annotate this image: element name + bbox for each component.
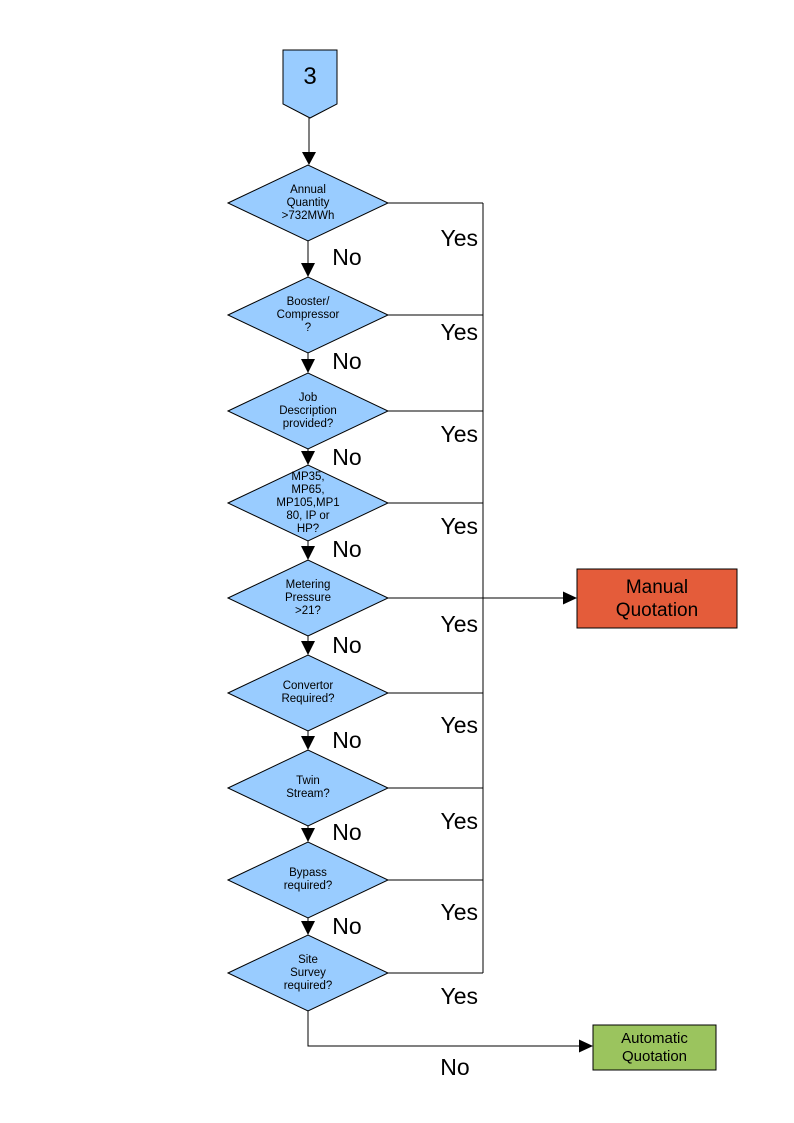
edge-label-no-convertor: No xyxy=(332,726,362,753)
decision-label-site-survey: Site Survey required? xyxy=(283,953,333,992)
arrowhead-into-site-survey xyxy=(301,921,315,935)
decision-shape-bypass xyxy=(226,841,390,919)
decision-shape-job-description xyxy=(226,372,390,450)
decision-label-job-description: Job Description provided? xyxy=(279,391,337,430)
edge-label-no-twin: No xyxy=(332,818,362,845)
outcome-manual-quotation-shape xyxy=(576,568,738,629)
arrowhead-into-pressure xyxy=(301,546,315,560)
decision-shape-twin-stream xyxy=(226,749,390,827)
outcome-automatic-quotation-shape xyxy=(592,1024,717,1071)
decision-label-booster-compressor: Booster/ Compressor ? xyxy=(276,295,340,334)
edge-label-no-booster: No xyxy=(332,347,362,374)
edge-label-yes-job: Yes xyxy=(440,420,478,447)
decision-label-metering-pressure: Metering Pressure >21? xyxy=(284,578,332,617)
edge-label-yes-booster: Yes xyxy=(440,318,478,345)
edge-label-no-annual: No xyxy=(332,243,362,270)
edge-label-yes-annual: Yes xyxy=(440,224,478,251)
decision-label-meter-type: MP35, MP65, MP105,MP1 80, IP or HP? xyxy=(276,470,340,535)
arrowhead-into-booster xyxy=(301,263,315,277)
decision-shape-annual-quantity xyxy=(226,164,390,242)
decision-shape-metering-pressure xyxy=(226,559,390,637)
arrowhead-into-twin xyxy=(301,736,315,750)
arrowhead-into-convertor xyxy=(301,641,315,655)
edge-label-no-bypass: No xyxy=(332,912,362,939)
edge-label-yes-twin: Yes xyxy=(440,807,478,834)
decision-shape-site-survey xyxy=(226,934,390,1012)
flow-line-no-site-survey-to-automatic xyxy=(307,1011,579,1047)
decision-shape-booster-compressor xyxy=(226,276,390,354)
arrowhead-into-manual-quotation xyxy=(563,591,577,605)
edge-label-yes-site-survey: Yes xyxy=(440,982,478,1009)
edge-label-yes-pressure: Yes xyxy=(440,610,478,637)
decision-shape-meter-type xyxy=(226,464,390,542)
offpage-connector-shape xyxy=(282,49,338,119)
outcome-automatic-quotation-label: Automatic Quotation xyxy=(621,1029,688,1065)
arrowhead-into-annual-quantity xyxy=(302,152,316,165)
arrowhead-into-automatic-quotation xyxy=(579,1039,593,1053)
edge-label-yes-convertor: Yes xyxy=(440,711,478,738)
arrowhead-into-bypass xyxy=(301,828,315,842)
decision-label-twin-stream: Twin Stream? xyxy=(286,775,330,800)
edge-label-no-job: No xyxy=(332,443,362,470)
edge-label-no-site-survey: No xyxy=(440,1053,470,1080)
decision-label-bypass: Bypass required? xyxy=(283,867,333,892)
arrowhead-into-meter-type xyxy=(301,451,315,465)
decision-shape-convertor xyxy=(226,654,390,732)
decision-label-annual-quantity: Annual Quantity >732MWh xyxy=(281,183,335,222)
edge-label-no-pressure: No xyxy=(332,631,362,658)
offpage-connector-label: 3 xyxy=(303,63,317,90)
edge-label-no-meter-type: No xyxy=(332,535,362,562)
edge-label-yes-meter-type: Yes xyxy=(440,512,478,539)
decision-label-convertor: Convertor Required? xyxy=(281,680,335,705)
edge-label-yes-bypass: Yes xyxy=(440,898,478,925)
arrowhead-into-job xyxy=(301,359,315,373)
outcome-manual-quotation-label: Manual Quotation xyxy=(615,576,699,621)
